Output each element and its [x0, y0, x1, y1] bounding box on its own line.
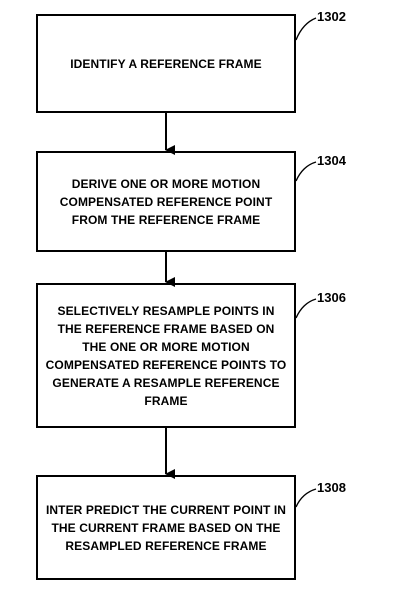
- step-text: SELECTIVELY RESAMPLE POINTS IN THE REFER…: [45, 303, 287, 408]
- reference-numeral: 1302: [317, 9, 346, 24]
- step-text: DERIVE ONE OR MORE MOTION COMPENSATED RE…: [59, 176, 273, 227]
- leader-line: [295, 298, 317, 319]
- step-box-derive-motion-compensated-point: DERIVE ONE OR MORE MOTION COMPENSATED RE…: [36, 151, 296, 252]
- leader-line: [295, 488, 317, 508]
- leader-line: [295, 17, 317, 41]
- step-text: INTER PREDICT THE CURRENT POINT IN THE C…: [45, 502, 287, 553]
- reference-numeral: 1306: [317, 290, 346, 305]
- reference-numeral: 1308: [317, 480, 346, 495]
- reference-numeral: 1304: [317, 153, 346, 168]
- leader-line: [295, 161, 317, 182]
- step-box-selectively-resample: SELECTIVELY RESAMPLE POINTS IN THE REFER…: [36, 283, 296, 428]
- step-text: IDENTIFY A REFERENCE FRAME: [70, 56, 262, 71]
- step-box-identify-reference-frame: IDENTIFY A REFERENCE FRAME: [36, 14, 296, 113]
- step-box-inter-predict: INTER PREDICT THE CURRENT POINT IN THE C…: [36, 475, 296, 580]
